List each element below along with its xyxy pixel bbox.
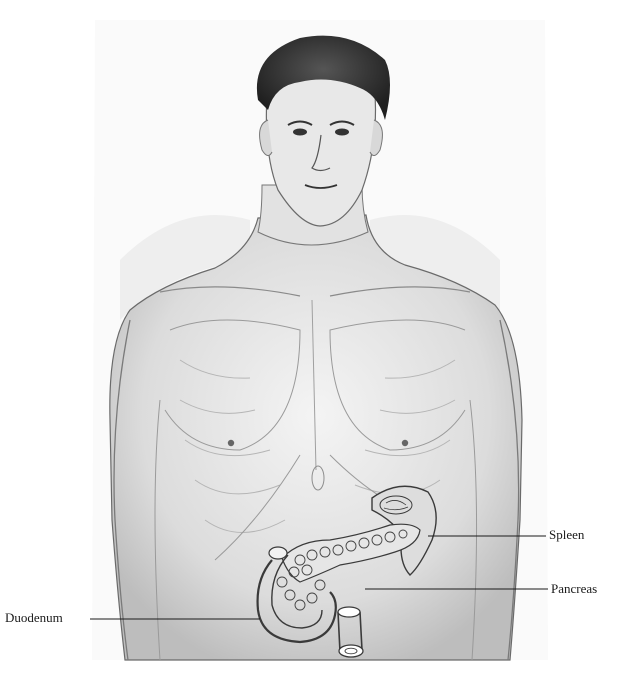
duodenum-label: Duodenum [5,610,63,626]
spleen-label: Spleen [549,527,584,543]
pancreas-label: Pancreas [551,581,597,597]
